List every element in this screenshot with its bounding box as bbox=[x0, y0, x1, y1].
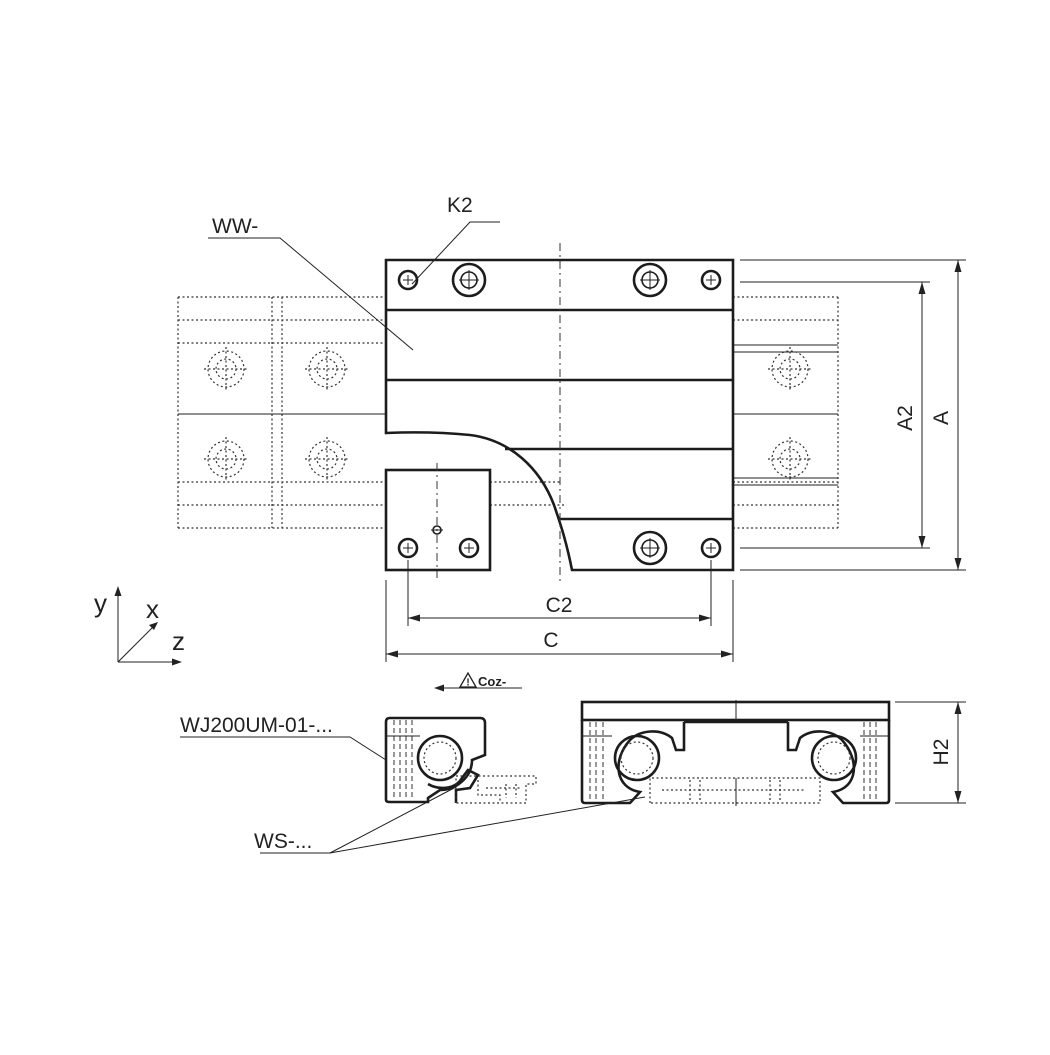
label-c: C bbox=[543, 629, 558, 652]
load-direction-indicator: ! Coz- bbox=[434, 671, 522, 692]
counterbore-hole-icon bbox=[632, 530, 668, 566]
fixing-hole-icon bbox=[397, 537, 419, 559]
fixing-hole-icon bbox=[700, 537, 722, 559]
label-a2: A2 bbox=[894, 405, 917, 431]
axis-label-x: x bbox=[146, 594, 159, 624]
dimension-c2: C2 bbox=[407, 560, 712, 626]
counterbore-hole-icon bbox=[632, 262, 668, 298]
leader-ws bbox=[260, 786, 646, 854]
rail-mounting-hole-icon bbox=[204, 347, 248, 391]
label-c2: C2 bbox=[546, 594, 573, 617]
dimension-h2: H2 bbox=[895, 701, 966, 804]
shaft-outline-top bbox=[733, 344, 838, 486]
label-rail-module: WJ200UM-01-... bbox=[180, 714, 333, 737]
rail-mounting-hole-icon bbox=[768, 437, 812, 481]
dimension-a: A bbox=[740, 259, 966, 571]
leader-wj200um bbox=[180, 736, 387, 761]
fixing-hole-icon bbox=[397, 269, 419, 291]
fixing-hole-icon bbox=[700, 269, 722, 291]
rail-mounting-hole-icon bbox=[204, 437, 248, 481]
front-view-carriage bbox=[580, 700, 891, 806]
axis-label-z: z bbox=[172, 626, 185, 656]
warning-triangle-icon bbox=[458, 671, 478, 688]
label-a: A bbox=[930, 411, 953, 425]
leader-k2 bbox=[411, 221, 500, 285]
axis-label-y: y bbox=[94, 588, 107, 618]
label-k2: K2 bbox=[447, 194, 473, 217]
rail-mounting-hole-icon bbox=[305, 437, 349, 481]
dimension-a2: A2 bbox=[740, 281, 930, 549]
rail-module-block bbox=[384, 468, 492, 572]
label-h2: H2 bbox=[930, 739, 953, 766]
dimension-c: C bbox=[385, 580, 734, 662]
rail-modules-background bbox=[177, 296, 839, 529]
fixing-hole-icon bbox=[458, 537, 480, 559]
counterbore-hole-icon bbox=[451, 262, 487, 298]
leader-ww bbox=[208, 237, 414, 351]
label-shaft: WS-... bbox=[254, 830, 312, 853]
coordinate-axes-icon: y x z bbox=[94, 586, 185, 666]
rail-mounting-hole-icon bbox=[768, 347, 812, 391]
label-load-direction: Coz- bbox=[478, 674, 506, 689]
rail-mounting-hole-icon bbox=[305, 347, 349, 391]
warning-mark: ! bbox=[466, 678, 469, 689]
front-view-rail-module bbox=[384, 716, 537, 804]
carriage-outline bbox=[384, 258, 735, 572]
label-ww: WW- bbox=[212, 215, 258, 238]
